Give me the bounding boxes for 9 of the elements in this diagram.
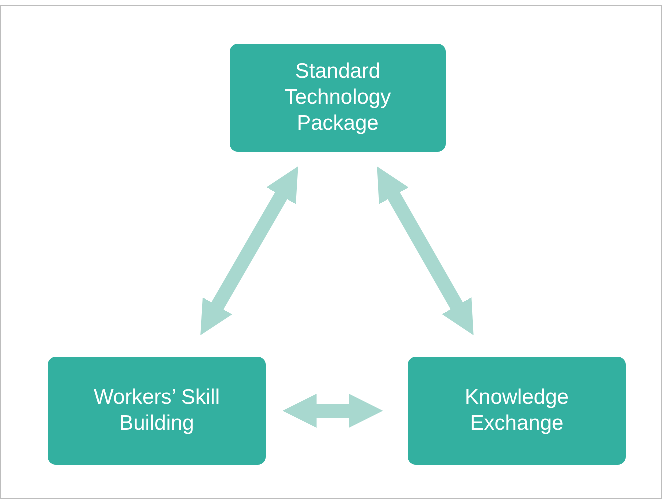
process-box [48, 357, 266, 465]
process-box [230, 44, 446, 152]
double-arrow [282, 394, 384, 428]
double-arrow [377, 166, 474, 336]
box-label: Standard Technology Package [284, 59, 392, 137]
box-label: Knowledge Exchange [464, 385, 570, 437]
box-label: Workers’ Skill Building [92, 385, 221, 437]
double-arrow [200, 166, 298, 336]
process-box [408, 357, 626, 465]
